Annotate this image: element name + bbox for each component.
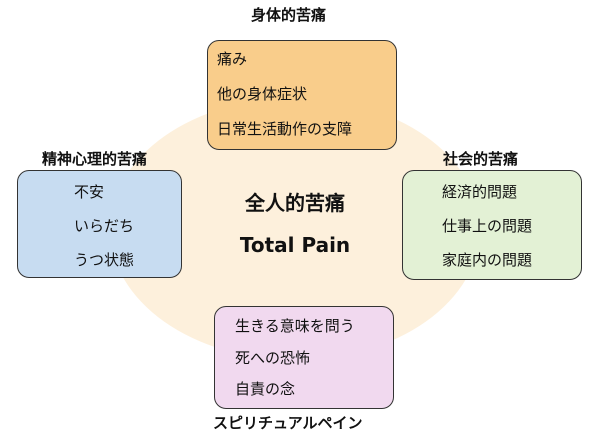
mental-pain-box: 不安 いらだち うつ状態 [17, 170, 182, 278]
center-title-ja: 全人的苦痛 [245, 191, 345, 215]
physical-item-adl-impairment: 日常生活動作の支障 [217, 120, 353, 138]
center-title-en: Total Pain [239, 233, 351, 257]
social-pain-heading: 社会的苦痛 [443, 150, 519, 168]
mental-item-irritability: いらだち [74, 217, 135, 235]
spiritual-item-fear-of-death: 死への恐怖 [235, 349, 311, 367]
physical-item-other-symptoms: 他の身体症状 [217, 85, 308, 103]
social-item-family: 家庭内の問題 [442, 251, 533, 269]
physical-pain-heading: 身体的苦痛 [251, 6, 327, 24]
social-item-work: 仕事上の問題 [442, 217, 533, 235]
mental-item-depression: うつ状態 [74, 251, 135, 269]
social-pain-box: 経済的問題 仕事上の問題 家庭内の問題 [402, 170, 582, 280]
physical-item-pain: 痛み [217, 50, 248, 68]
mental-pain-heading: 精神心理的苦痛 [42, 150, 148, 168]
spiritual-item-meaning-of-life: 生きる意味を問う [235, 317, 355, 335]
spiritual-item-self-blame: 自責の念 [235, 380, 296, 398]
social-item-economic: 経済的問題 [442, 183, 518, 201]
physical-pain-box: 痛み 他の身体症状 日常生活動作の支障 [207, 40, 397, 150]
spiritual-pain-heading: スピリチュアルペイン [213, 414, 363, 432]
mental-item-anxiety: 不安 [74, 183, 105, 201]
spiritual-pain-box: 生きる意味を問う 死への恐怖 自責の念 [214, 306, 394, 409]
